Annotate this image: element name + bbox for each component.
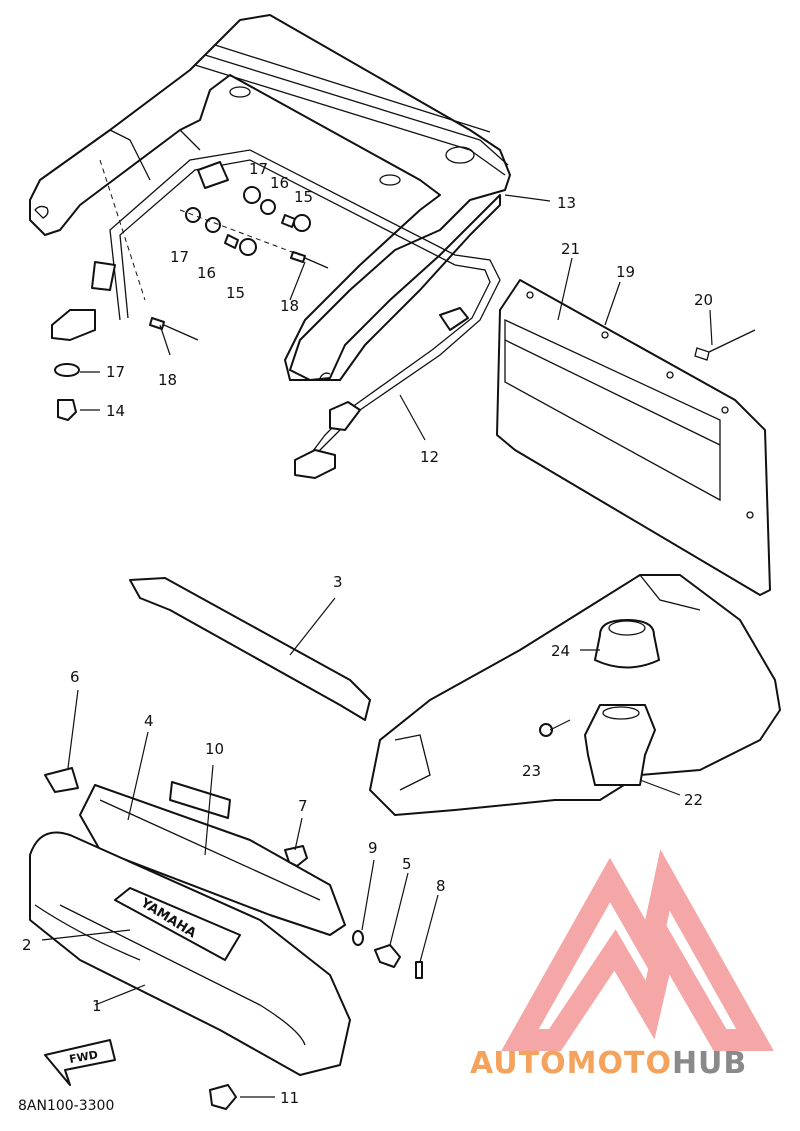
label-6: 6 — [70, 668, 80, 686]
label-13: 13 — [557, 194, 576, 212]
part-1-cover: YAMAHA — [29, 831, 351, 1076]
label-10: 10 — [205, 740, 224, 758]
part-19-panel — [496, 279, 771, 596]
small-hardware — [44, 767, 423, 1110]
label-11: 11 — [280, 1089, 299, 1107]
watermark-text: AUTOMOTOHUB — [470, 1046, 747, 1081]
label-16a: 16 — [270, 174, 289, 192]
watermark-part2: HUB — [671, 1046, 748, 1081]
label-7: 7 — [298, 797, 308, 815]
part-labels: 1 2 3 4 5 6 7 8 9 10 11 12 13 14 15 15 1… — [22, 160, 713, 1107]
label-21: 21 — [561, 240, 580, 258]
label-15a: 15 — [294, 188, 313, 206]
part-12-frame — [51, 149, 501, 479]
part-3-bar — [129, 577, 371, 721]
label-24: 24 — [551, 642, 570, 660]
label-18b: 18 — [158, 371, 177, 389]
label-3: 3 — [333, 573, 343, 591]
label-9: 9 — [368, 839, 378, 857]
fwd-arrow-icon: FWD — [44, 1039, 116, 1086]
part-13-rack — [29, 14, 511, 381]
watermark-part1: AUTOMOTO — [470, 1046, 672, 1081]
rack-hardware — [54, 159, 329, 421]
part-4-bracket — [79, 784, 346, 936]
label-18a: 18 — [280, 297, 299, 315]
fwd-arrow-text: FWD — [68, 1048, 99, 1066]
label-20: 20 — [694, 291, 713, 309]
label-17b: 17 — [170, 248, 189, 266]
part-2-emblem — [114, 887, 241, 961]
label-4: 4 — [144, 712, 154, 730]
label-15b: 15 — [226, 284, 245, 302]
part-10-plate — [169, 781, 231, 819]
leader-lines — [41, 194, 713, 1098]
label-17c: 17 — [106, 363, 125, 381]
tank-body — [369, 574, 781, 816]
label-16b: 16 — [197, 264, 216, 282]
label-5: 5 — [402, 855, 412, 873]
watermark-logo — [501, 849, 774, 1051]
label-8: 8 — [436, 877, 446, 895]
label-1: 1 — [92, 997, 102, 1015]
label-12: 12 — [420, 448, 439, 466]
label-19: 19 — [616, 263, 635, 281]
label-22: 22 — [684, 791, 703, 809]
diagram-code: 8AN100-3300 — [18, 1098, 115, 1114]
label-17a: 17 — [249, 160, 268, 178]
label-14: 14 — [106, 402, 125, 420]
label-23: 23 — [522, 762, 541, 780]
label-2: 2 — [22, 936, 32, 954]
